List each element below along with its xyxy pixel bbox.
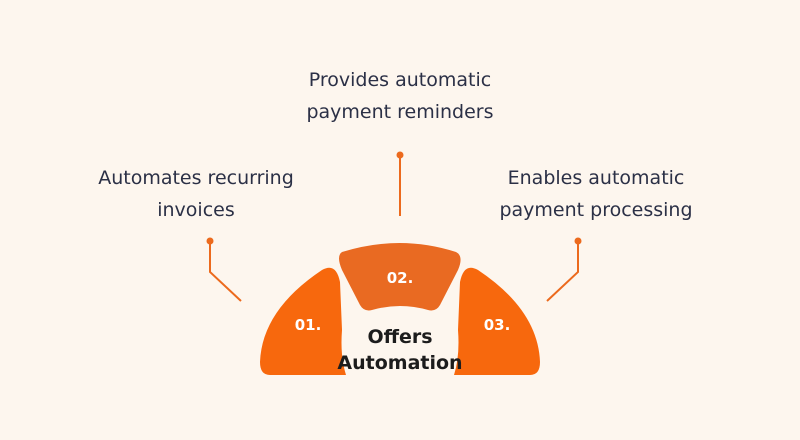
segment-01-label-line1: Automates recurring bbox=[98, 167, 294, 189]
center-title: Offers Automation bbox=[330, 324, 470, 376]
segment-01-shape bbox=[260, 267, 346, 375]
segment-01-number: 01. bbox=[295, 316, 322, 334]
segment-02-label-line2: payment reminders bbox=[306, 101, 494, 123]
connector-03 bbox=[546, 237, 582, 302]
center-title-line2: Automation bbox=[337, 352, 463, 374]
segment-03-label: Enables automatic payment processing bbox=[485, 162, 707, 226]
segment-02-label-line1: Provides automatic bbox=[308, 69, 492, 91]
segment-02-label: Provides automatic payment reminders bbox=[290, 64, 510, 128]
segment-03-number: 03. bbox=[484, 316, 511, 334]
connector-01 bbox=[206, 237, 242, 302]
segment-03-shape bbox=[454, 267, 540, 375]
segment-01-label-line2: invoices bbox=[157, 199, 235, 221]
segment-03-label-line1: Enables automatic bbox=[507, 167, 685, 189]
center-title-line1: Offers bbox=[367, 326, 433, 348]
connector-02 bbox=[396, 151, 404, 216]
segment-02-shape bbox=[339, 243, 461, 311]
segment-01-label: Automates recurring invoices bbox=[80, 162, 312, 226]
segment-02-number: 02. bbox=[387, 269, 414, 287]
segment-03-label-line2: payment processing bbox=[499, 199, 693, 221]
